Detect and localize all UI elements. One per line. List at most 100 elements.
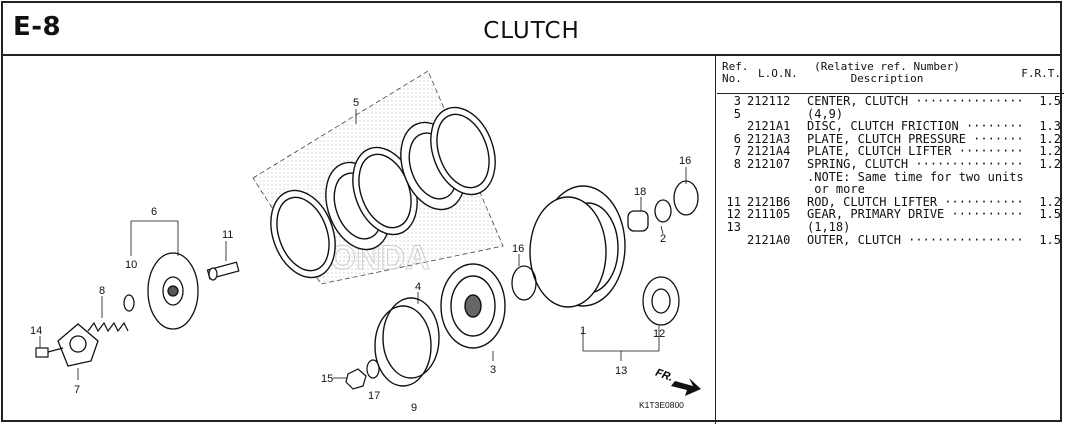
part-frt: 1.2 [1039, 157, 1061, 171]
part-ref: 12 [726, 207, 741, 222]
pressure-plate [147, 252, 199, 330]
table-row: or more [717, 183, 1064, 196]
callout-8: 8 [99, 285, 105, 297]
lock-nut [345, 368, 367, 390]
clutch-lifter-rod [206, 261, 240, 281]
part-ref: 11 [726, 194, 741, 209]
page-header: E-8 CLUTCH [3, 3, 1060, 56]
callout-7: 7 [74, 384, 80, 396]
table-row: 7 2121A4 PLATE, CLUTCH LIFTER ········· 1.2 [717, 145, 1064, 158]
callout-1: 1 [580, 325, 586, 337]
part-ref: 8 [733, 157, 741, 171]
clutch-exploded-view: HONDA [30, 70, 701, 414]
table-row: 13 (1,18) [717, 221, 1064, 234]
part-description: OUTER, CLUTCH ················ [807, 232, 1024, 247]
part-frt: 1.2 [1039, 131, 1061, 146]
col-header-desc: (Relative ref. Number) Description [814, 60, 960, 85]
front-direction-arrow: FR. [654, 367, 701, 396]
callout-5: 5 [353, 97, 359, 109]
clutch-outer [529, 185, 626, 308]
table-row: 2121A1 DISC, CLUTCH FRICTION ········ 1.3 [717, 120, 1064, 133]
bolt [35, 347, 64, 358]
part-ref: 6 [733, 131, 741, 146]
part-ref: 7 [733, 144, 741, 159]
callout-6: 6 [151, 206, 157, 218]
primary-drive-gear [642, 276, 680, 326]
thrust-washer-lower [511, 265, 537, 301]
table-row: 5 (4,9) [717, 108, 1064, 121]
table-row: 6 2121A3 PLATE, CLUTCH PRESSURE ······· 1.2 [717, 133, 1064, 146]
part-description: .NOTE: Same time for two units [807, 169, 1024, 184]
part-description: DISC, CLUTCH FRICTION ········ [807, 119, 1024, 134]
ring-9 [374, 305, 432, 387]
callout-2: 2 [660, 233, 666, 245]
part-description: PLATE, CLUTCH LIFTER ········· [807, 144, 1024, 159]
part-lon: 2121A4 [747, 144, 791, 159]
table-row: 11 2121B6 ROD, CLUTCH LIFTER ··········· 1.… [717, 196, 1064, 209]
callout-4: 4 [415, 281, 421, 293]
part-description: SPRING, CLUTCH ··············· [807, 157, 1024, 171]
part-description: or more [807, 182, 865, 197]
part-frt: 1.2 [1039, 144, 1061, 159]
table-row: 8 212107 SPRING, CLUTCH ··············· 1.2 [717, 158, 1064, 171]
part-frt: 1.3 [1039, 119, 1061, 134]
clutch-plates [270, 106, 496, 279]
needle-bearing [627, 210, 649, 232]
washer-17 [366, 359, 380, 379]
table-row: .NOTE: Same time for two units [717, 171, 1064, 184]
callout-14: 14 [30, 325, 42, 337]
callout-12: 12 [653, 328, 665, 340]
part-ref: 13 [726, 220, 741, 234]
header-divider [717, 93, 1064, 94]
section-code: E-8 [13, 12, 62, 42]
part-description: (1,18) [807, 220, 851, 234]
ring-4 [382, 297, 440, 379]
callout-17: 17 [368, 390, 380, 402]
collar [654, 199, 672, 223]
part-lon: 2121A3 [747, 131, 791, 146]
part-description: ROD, CLUTCH LIFTER ··········· [807, 194, 1024, 209]
part-description: GEAR, PRIMARY DRIVE ·········· [807, 207, 1024, 222]
col-header-lon: L.O.N. [758, 67, 798, 80]
part-lon: 2121A1 [747, 119, 791, 134]
callout-15: 15 [321, 373, 333, 385]
table-row: 12 211105 GEAR, PRIMARY DRIVE ·········· 1.… [717, 208, 1064, 221]
part-description: PLATE, CLUTCH PRESSURE ······· [807, 131, 1024, 146]
clutch-center [440, 263, 506, 349]
lifter-plate [57, 323, 99, 367]
table-row: 2121A0 OUTER, CLUTCH ················ 1.5 [717, 234, 1064, 247]
part-ref: 3 [733, 94, 741, 108]
direction-label: FR. [654, 367, 675, 384]
leader-lines [39, 109, 687, 380]
exploded-diagram: HONDA [3, 56, 716, 424]
thrust-washer-upper [673, 180, 699, 216]
callout-16-lower: 16 [512, 243, 524, 255]
callout-13: 13 [615, 365, 627, 377]
part-lon: 212112 [747, 94, 791, 108]
part-lon: 211105 [747, 207, 791, 222]
drawing-code: K1T3E0800 [639, 400, 684, 410]
part-lon: 212107 [747, 157, 791, 171]
washer [123, 294, 135, 312]
callout-3: 3 [490, 364, 496, 376]
part-lon: 2121B6 [747, 194, 791, 209]
clutch-spring [87, 321, 129, 333]
callout-9: 9 [411, 402, 417, 414]
callout-18: 18 [634, 186, 646, 198]
part-description: CENTER, CLUTCH ··············· [807, 94, 1024, 108]
part-ref: 5 [733, 106, 741, 121]
callout-labels: 1 2 3 4 5 6 7 8 9 10 11 12 13 14 15 16 1… [30, 97, 691, 414]
part-frt: 1.5 [1039, 207, 1061, 222]
col-header-frt: F.R.T. [1021, 67, 1061, 80]
part-lon: 2121A0 [747, 232, 791, 247]
part-frt: 1.2 [1039, 194, 1061, 209]
callout-10: 10 [125, 259, 137, 271]
callout-16-upper: 16 [679, 155, 691, 167]
page-title: CLUTCH [483, 18, 580, 44]
col-header-ref: Ref. No. [722, 60, 749, 85]
part-description: (4,9) [807, 106, 844, 121]
part-frt: 1.5 [1039, 232, 1061, 247]
parts-table: Ref. No. L.O.N. (Relative ref. Number) D… [717, 56, 1064, 424]
